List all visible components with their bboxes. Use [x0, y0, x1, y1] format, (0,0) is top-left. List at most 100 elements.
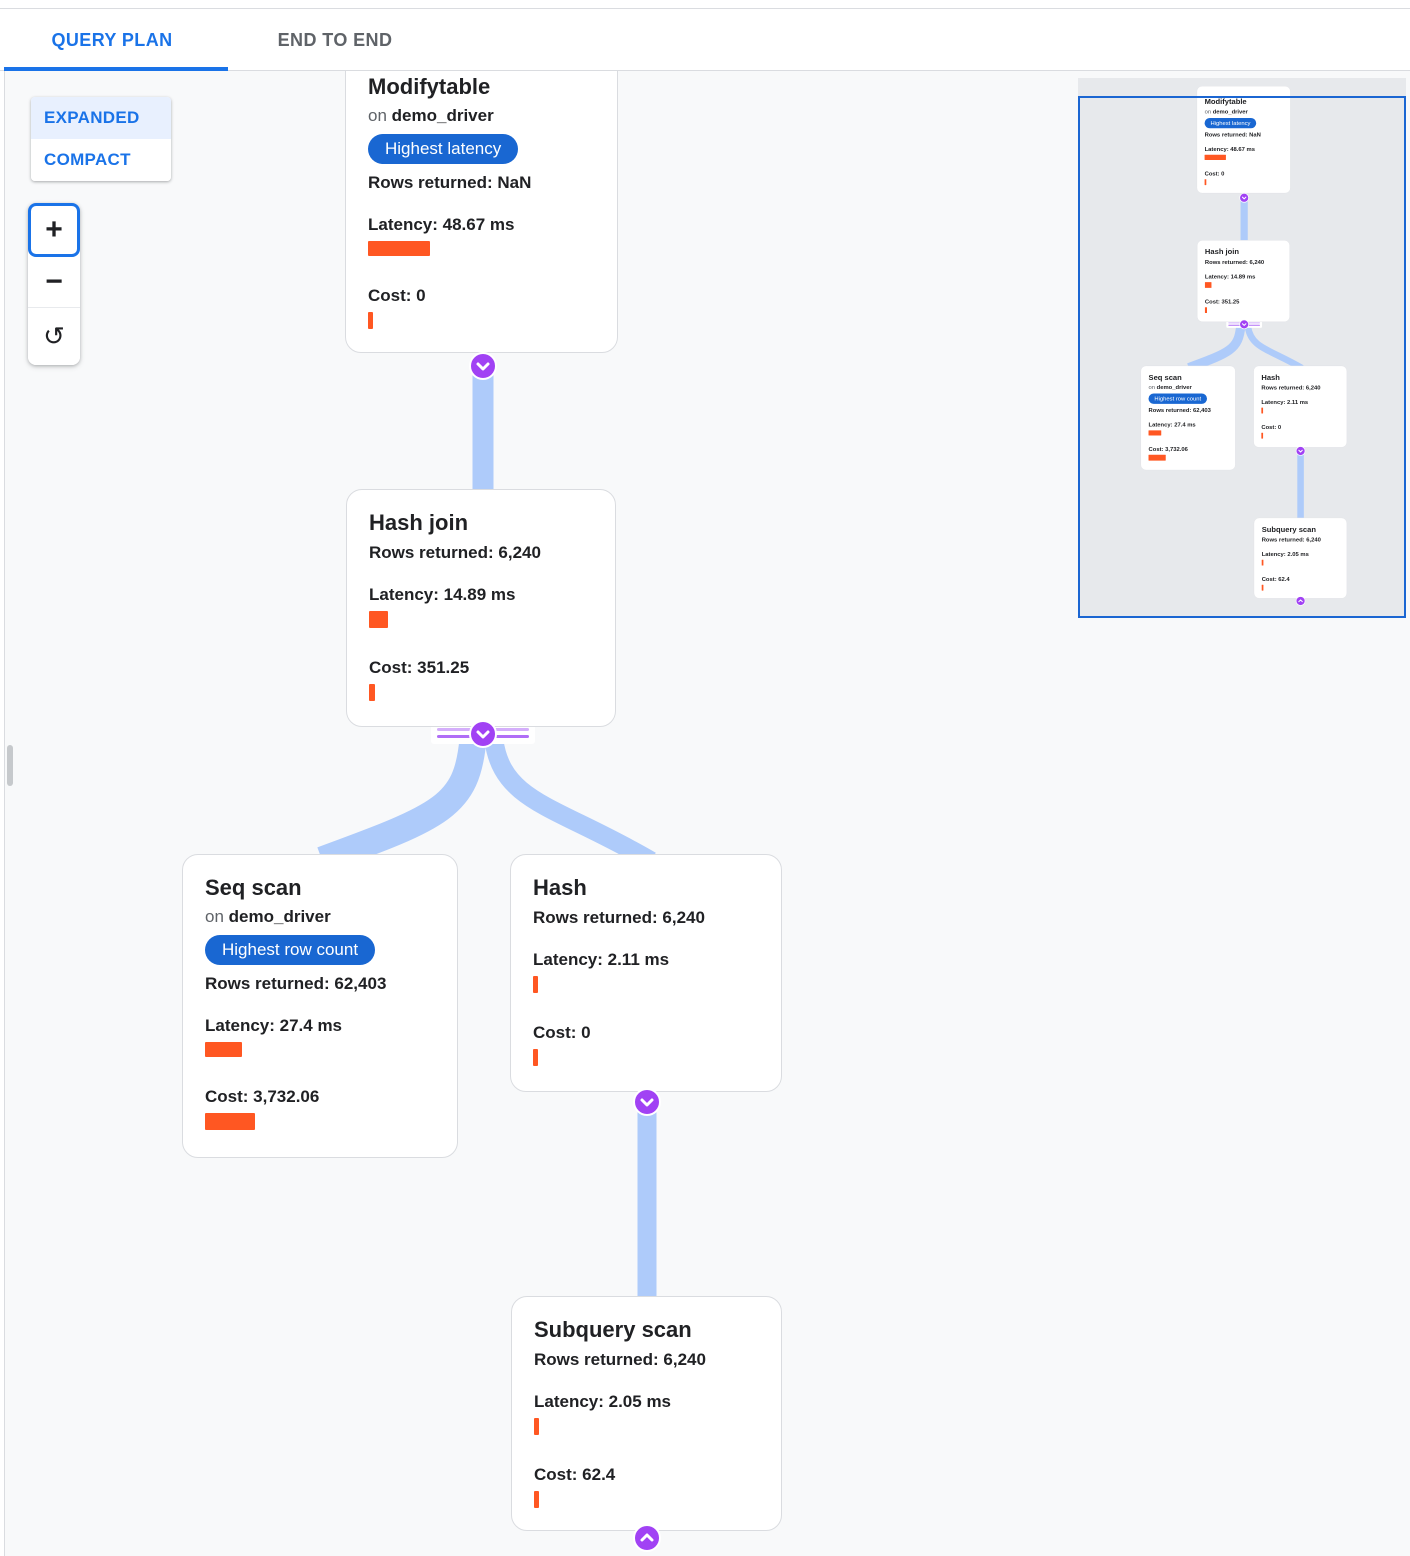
- expanded-button-label: EXPANDED: [44, 108, 140, 127]
- latency-label: Latency: 14.89 ms: [369, 585, 516, 604]
- table-name: demo_driver: [1212, 108, 1248, 115]
- node-title: Hash: [533, 875, 587, 900]
- zoom-out-button[interactable]: −: [28, 257, 80, 307]
- latency-bar: [205, 1042, 242, 1057]
- latency-label: Latency: 2.11 ms: [533, 950, 670, 969]
- collapse-toggle-modifytable[interactable]: [1239, 192, 1249, 203]
- left-gutter: [0, 71, 4, 1556]
- latency-label: Latency: 2.05 ms: [534, 1392, 672, 1411]
- active-tab-indicator: [4, 67, 228, 71]
- node-seq-scan[interactable]: Seq scan on demo_driver Highest row coun…: [182, 854, 458, 1158]
- left-divider: [4, 71, 5, 1556]
- latency-bar: [1204, 154, 1226, 160]
- collapse-toggle-hash[interactable]: [633, 1088, 661, 1116]
- query-plan-diagram: Modifytable on demo_driver Highest laten…: [0, 71, 800, 1556]
- edge-hashjoin-seqscan: [317, 737, 487, 873]
- node-subtitle: on demo_driver: [1205, 107, 1283, 116]
- expand-toggle-subquery-scan[interactable]: [633, 1524, 661, 1552]
- edge-hashjoin-seqscan: [1187, 325, 1246, 373]
- on-label: on: [1204, 108, 1212, 115]
- cost-label: Cost: 0: [1261, 423, 1282, 431]
- cost-metric: Cost: 351.25: [369, 655, 593, 701]
- node-subtitle: on demo_driver: [205, 904, 435, 930]
- edge-hashjoin-hash: [1244, 326, 1304, 371]
- latency-bar: [368, 241, 430, 256]
- latency-label: Latency: 2.11 ms: [1261, 398, 1309, 406]
- chevron-down-icon: [640, 1098, 654, 1107]
- chevron-down-icon: [1241, 323, 1247, 326]
- latency-label: Latency: 48.67 ms: [368, 215, 515, 234]
- query-plan-diagram: Modifytable on demo_driver Highest laten…: [1078, 86, 1353, 612]
- latency-metric: Latency: 48.67 ms: [1204, 145, 1283, 160]
- node-hash[interactable]: Hash Rows returned: 6,240 Latency: 2.11 …: [510, 854, 782, 1092]
- chevron-down-icon: [1298, 449, 1303, 453]
- collapse-toggle-hash[interactable]: [1295, 446, 1306, 456]
- latency-bar: [1148, 430, 1162, 436]
- rows-returned: Rows returned: 6,240: [369, 543, 541, 562]
- node-modifytable[interactable]: Modifytable on demo_driver Highest laten…: [345, 71, 618, 353]
- collapse-toggle-hash-join[interactable]: [1239, 319, 1249, 330]
- tab-end-to-end[interactable]: END TO END: [224, 10, 446, 70]
- connector-rail-left: [1228, 324, 1241, 326]
- vertical-scrollbar-thumb[interactable]: [7, 745, 13, 786]
- cost-bar: [1204, 179, 1207, 186]
- expand-toggle-subquery-scan[interactable]: [1295, 596, 1306, 606]
- cost-metric: Cost: 3,732.06: [205, 1084, 435, 1130]
- minimap-viewport[interactable]: [1078, 96, 1406, 618]
- rows-returned: Rows returned: 6,240: [534, 1350, 706, 1369]
- highest-row-count-badge: Highest row count: [205, 935, 376, 965]
- layout-mode-card: EXPANDED COMPACT: [31, 97, 171, 181]
- rows-returned: Rows returned: 62,403: [205, 974, 387, 993]
- node-title: Hash: [1261, 372, 1280, 382]
- cost-bar: [1261, 432, 1264, 439]
- latency-label: Latency: 27.4 ms: [1148, 421, 1196, 428]
- connector-rail-right: [1248, 322, 1260, 324]
- rows-returned: Rows returned: 6,240: [533, 908, 705, 927]
- node-subquery-scan[interactable]: Subquery scan Rows returned: 6,240 Laten…: [511, 1296, 782, 1531]
- window-top-strip: [0, 0, 1410, 9]
- tab-query-plan-label: QUERY PLAN: [51, 29, 173, 50]
- cost-bar: [1261, 584, 1264, 591]
- expanded-button[interactable]: EXPANDED: [31, 97, 171, 139]
- table-name: demo_driver: [1156, 383, 1192, 391]
- latency-metric: Latency: 27.4 ms: [1148, 420, 1228, 436]
- tab-query-plan[interactable]: QUERY PLAN: [0, 10, 224, 70]
- node-hash-join[interactable]: Hash join Rows returned: 6,240 Latency: …: [1197, 240, 1290, 322]
- cost-metric: Cost: 0: [533, 1020, 759, 1066]
- cost-label: Cost: 3,732.06: [1148, 445, 1188, 453]
- node-title: Modifytable: [368, 74, 491, 99]
- connector-rail-left: [437, 728, 471, 731]
- edges-layer: [317, 363, 657, 1303]
- zoom-reset-button[interactable]: ↺: [28, 307, 80, 365]
- rows-returned: Rows returned: 6,240: [1204, 258, 1265, 266]
- connector-rail-right: [495, 735, 529, 738]
- node-hash[interactable]: Hash Rows returned: 6,240 Latency: 2.11 …: [1253, 365, 1348, 448]
- latency-bar: [1204, 282, 1212, 288]
- node-seq-scan[interactable]: Seq scan on demo_driver Highest row coun…: [1140, 365, 1236, 471]
- minimap[interactable]: Modifytable on demo_driver Highest laten…: [1078, 78, 1406, 618]
- latency-bar: [1261, 559, 1264, 566]
- chevron-up-icon: [1298, 599, 1303, 603]
- node-subquery-scan[interactable]: Subquery scan Rows returned: 6,240 Laten…: [1253, 517, 1348, 599]
- minimap-content: Modifytable on demo_driver Highest laten…: [1078, 86, 1353, 612]
- node-modifytable[interactable]: Modifytable on demo_driver Highest laten…: [1196, 86, 1291, 194]
- edges-layer: [1187, 196, 1304, 521]
- latency-metric: Latency: 2.05 ms: [1261, 550, 1339, 566]
- compact-button[interactable]: COMPACT: [31, 139, 171, 181]
- highest-row-count-badge: Highest row count: [1148, 393, 1208, 404]
- query-plan-canvas[interactable]: Modifytable on demo_driver Highest laten…: [0, 71, 1410, 1556]
- node-hash-join[interactable]: Hash join Rows returned: 6,240 Latency: …: [346, 489, 616, 727]
- zoom-in-button[interactable]: +: [28, 203, 80, 257]
- on-label: on: [205, 907, 224, 926]
- cost-metric: Cost: 62.4: [534, 1462, 759, 1508]
- highest-latency-badge: Highest latency: [1204, 117, 1257, 129]
- table-name: demo_driver: [391, 106, 494, 125]
- collapse-toggle-modifytable[interactable]: [469, 352, 497, 380]
- on-label: on: [1148, 383, 1156, 391]
- latency-bar: [1261, 407, 1264, 414]
- cost-label: Cost: 0: [368, 286, 426, 305]
- collapse-toggle-hash-join[interactable]: [469, 720, 497, 748]
- cost-label: Cost: 3,732.06: [205, 1087, 320, 1106]
- rows-returned: Rows returned: 6,240: [1261, 384, 1321, 391]
- minus-icon: −: [45, 265, 63, 298]
